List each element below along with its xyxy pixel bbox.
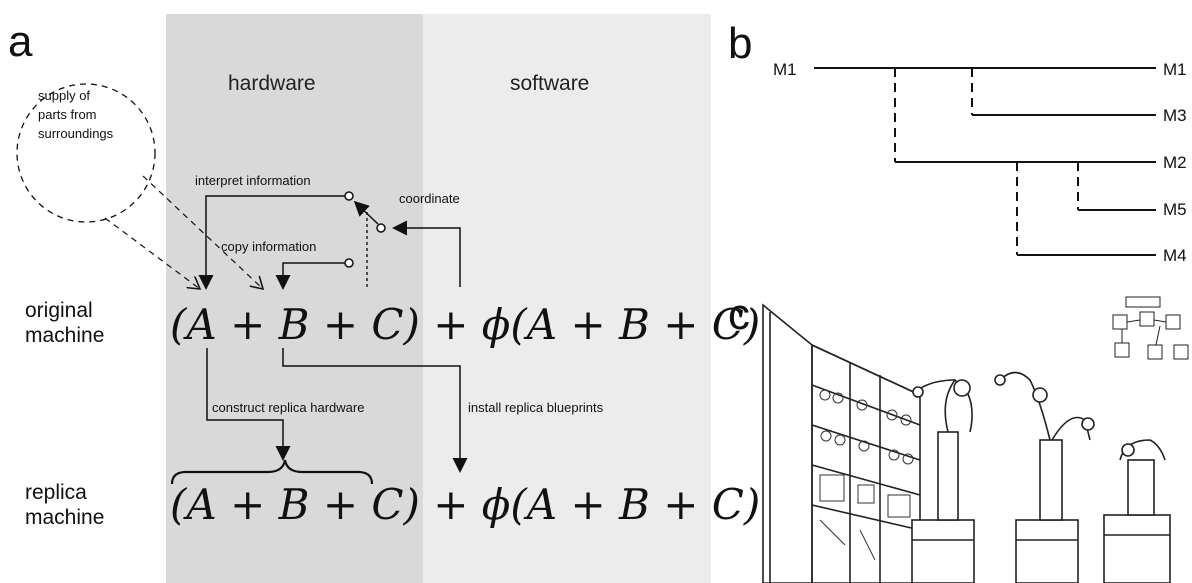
coordinate-node — [376, 223, 386, 233]
supply-circle — [16, 83, 156, 223]
tree-root-label: M1 — [773, 60, 797, 79]
replica-equation: (A + B + C) + ϕ(A + B + C) — [170, 480, 761, 529]
supply-line-2: parts from — [38, 107, 97, 122]
interpret-arrow — [198, 195, 345, 290]
hardware-region — [166, 14, 423, 583]
tree-leaf-m4: M4 — [1163, 246, 1187, 265]
supply-arrow-to-b — [142, 175, 263, 289]
copy-information-label: copy information — [221, 239, 317, 254]
interpret-information-label: interpret information — [195, 173, 311, 188]
tree-leaf-m2: M2 — [1163, 153, 1187, 172]
phi-to-coordinate — [392, 220, 461, 287]
software-heading: software — [510, 72, 590, 95]
coordinate-label: coordinate — [399, 191, 460, 206]
software-region — [423, 14, 711, 583]
construct-replica-hardware-label: construct replica hardware — [212, 400, 365, 415]
replica-machine-label: replica machine — [25, 480, 145, 530]
tree-leaf-m5: M5 — [1163, 200, 1187, 219]
install-arrow — [282, 348, 468, 473]
replica-overbrace — [170, 459, 374, 485]
original-line-2: machine — [25, 324, 105, 347]
supply-line-3: surroundings — [38, 126, 114, 141]
construct-arrow — [206, 348, 291, 461]
lineage-tree — [814, 67, 1156, 256]
robot-2 — [994, 371, 1095, 583]
supply-line-1: supply of — [38, 88, 91, 103]
original-line-1: original — [25, 299, 93, 322]
interpret-node — [344, 191, 354, 201]
copy-arrow — [275, 262, 345, 290]
supply-arrow-to-a — [104, 217, 200, 289]
shelving-unit — [762, 303, 813, 583]
tree-leaf-m3: M3 — [1163, 106, 1187, 125]
robot-workshop-illustration — [762, 296, 1189, 583]
robot-1 — [911, 378, 975, 583]
replica-line-1: replica — [25, 481, 87, 504]
install-replica-blueprints-label: install replica blueprints — [468, 400, 604, 415]
floor-plan-sketch — [1112, 296, 1189, 360]
original-machine-label: original machine — [25, 298, 145, 348]
original-equation: (A + B + C) + ϕ(A + B + C) — [170, 300, 761, 349]
hardware-heading: hardware — [228, 72, 316, 95]
panel-label-b: b — [728, 19, 753, 68]
panel-label-c: c — [728, 290, 750, 339]
panel-label-a: a — [8, 17, 33, 66]
tree-leaf-m1: M1 — [1163, 60, 1187, 79]
replica-line-2: machine — [25, 506, 105, 529]
copy-node — [344, 258, 354, 268]
robot-3 — [1103, 439, 1171, 583]
